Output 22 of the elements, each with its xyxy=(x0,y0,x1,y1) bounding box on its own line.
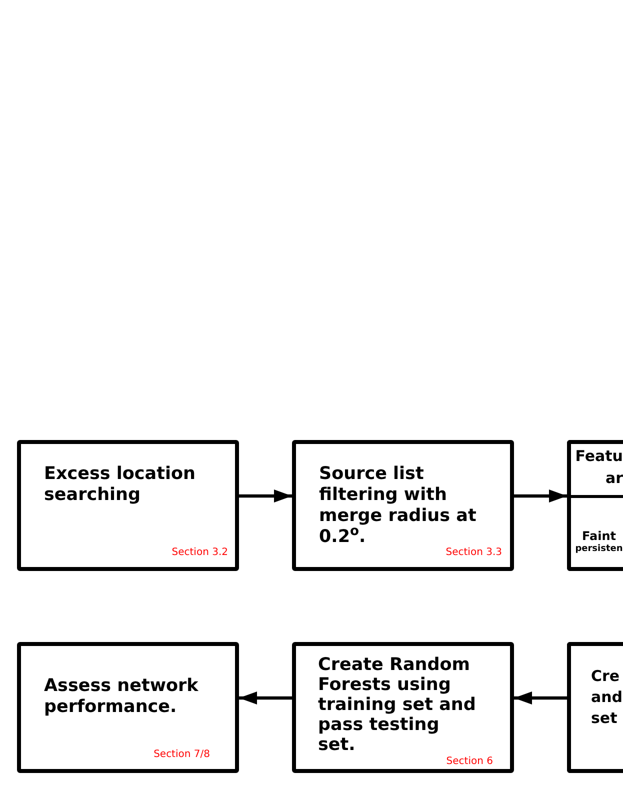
column-label: persisten xyxy=(575,544,623,555)
section-reference: Section 7/8 xyxy=(154,749,210,761)
step-text: Cre and set xyxy=(591,666,623,729)
process-box xyxy=(17,440,239,571)
process-box xyxy=(567,440,623,571)
step-text: Create Random Forests using training set and pass testing set. xyxy=(318,655,477,755)
section-reference: Section 3.3 xyxy=(446,547,502,559)
process-box xyxy=(567,642,623,773)
process-box xyxy=(292,642,514,773)
step-heading: Featu ar xyxy=(575,446,623,489)
arrow xyxy=(239,692,292,704)
step-text: Assess network performance. xyxy=(44,676,200,718)
arrow xyxy=(514,490,567,502)
step-text: Source list filtering with merge radius at 0.2$^{o}$. xyxy=(319,464,478,547)
process-box xyxy=(292,440,514,571)
section-reference: Section 3.2 xyxy=(172,547,228,559)
arrow xyxy=(514,692,567,704)
section-reference: Section 6 xyxy=(446,757,493,767)
arrow xyxy=(239,490,292,502)
step-text: Excess location searching xyxy=(44,464,196,506)
column-label: Faint xyxy=(581,529,617,543)
process-box xyxy=(17,642,239,773)
